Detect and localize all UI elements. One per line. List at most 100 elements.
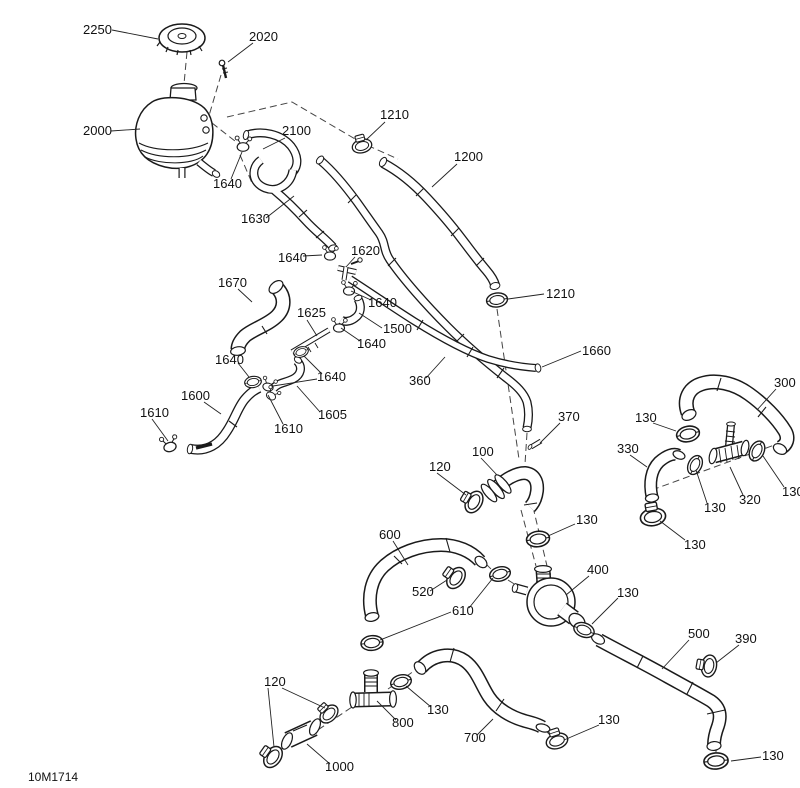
leader-line-1600 <box>203 401 222 415</box>
part-hose-360 <box>315 155 533 433</box>
part-label-360-21: 360 <box>409 373 431 388</box>
leader-line-130 <box>695 469 708 504</box>
clamp-130-left-of-320 <box>683 452 707 478</box>
leader-line-130 <box>547 523 576 537</box>
part-tee-fitting-320 <box>708 421 750 465</box>
drawing-code: 10M1714 <box>28 770 78 784</box>
leader-line-120 <box>436 472 467 496</box>
clamp-1640-e <box>243 374 263 390</box>
clamp-130-under-330 <box>637 499 668 529</box>
leader-line-100 <box>480 457 498 476</box>
leader-line-130 <box>563 724 600 741</box>
part-label-390-41: 390 <box>735 631 757 646</box>
part-label-130-39: 130 <box>617 585 639 600</box>
part-hose-1600 <box>186 383 262 455</box>
part-tee-fitting-800 <box>349 669 398 709</box>
part-label-520-36: 520 <box>412 584 434 599</box>
part-label-2000-2: 2000 <box>83 123 112 138</box>
leader-line-1640 <box>303 355 323 375</box>
part-label-130-27: 130 <box>576 512 598 527</box>
part-label-120-26: 120 <box>429 459 451 474</box>
leader-line-360 <box>425 356 446 379</box>
part-label-130-34: 130 <box>684 537 706 552</box>
leader-line-1200 <box>431 163 458 188</box>
part-label-1625-12: 1625 <box>297 305 326 320</box>
leader-line-520 <box>429 579 448 592</box>
leader-line-1660 <box>541 350 582 368</box>
part-label-1630-7: 1630 <box>241 211 270 226</box>
leader-line-2020 <box>227 42 254 63</box>
part-label-1210-23: 1210 <box>546 286 575 301</box>
part-label-130-47: 130 <box>598 712 620 727</box>
part-label-610-37: 610 <box>452 603 474 618</box>
leader-line-400 <box>565 575 590 596</box>
leader-line-500 <box>661 639 690 670</box>
part-hose-1000 <box>280 718 322 750</box>
part-label-500-40: 500 <box>688 626 710 641</box>
clamp-390 <box>694 652 719 679</box>
part-label-400-38: 400 <box>587 562 609 577</box>
part-label-130-43: 130 <box>427 702 449 717</box>
part-label-1000-45: 1000 <box>325 759 354 774</box>
part-hose-1630 <box>249 156 338 252</box>
leader-line-130 <box>591 597 619 625</box>
part-hose-300 <box>678 374 795 455</box>
part-pressure-cap-2250 <box>156 23 206 56</box>
part-elbow-100 <box>480 466 545 512</box>
leader-line-1610 <box>151 418 169 442</box>
leader-line-610 <box>379 611 452 641</box>
leader-line-1630 <box>265 195 295 219</box>
part-label-130-48: 130 <box>762 748 784 763</box>
part-water-pump-housing-400 <box>511 564 586 630</box>
part-label-1640-8: 1640 <box>278 250 307 265</box>
clamp-130-bottom-right <box>702 751 730 771</box>
part-label-330-30: 330 <box>617 441 639 456</box>
part-label-1640-15: 1640 <box>215 352 244 367</box>
clamp-520 <box>437 560 470 593</box>
clamp-130-above-pump <box>524 528 552 550</box>
part-label-1210-4: 1210 <box>380 107 409 122</box>
part-label-2250-0: 2250 <box>83 22 112 37</box>
leader-line-2000 <box>110 128 141 132</box>
leader-line-1640 <box>237 362 250 378</box>
part-bleed-screw-2020 <box>218 59 229 79</box>
assembly-dash-lines <box>183 51 789 752</box>
part-label-100-25: 100 <box>472 444 494 459</box>
part-label-1500-13: 1500 <box>383 321 412 336</box>
part-hose-600 <box>362 538 488 622</box>
part-hose-1670 <box>230 279 291 356</box>
part-label-1670-10: 1670 <box>218 275 247 290</box>
clamp-1610-left <box>158 432 181 455</box>
part-label-1605-19: 1605 <box>318 407 347 422</box>
part-label-1600-18: 1600 <box>181 388 210 403</box>
leader-line-1640 <box>350 290 372 301</box>
leader-line-370 <box>539 422 561 444</box>
clamp-610-left <box>359 633 385 653</box>
part-tee-fitting-1620 <box>337 257 363 281</box>
leader-line-1640 <box>272 378 318 387</box>
leader-line-1670 <box>237 288 253 303</box>
part-label-1610-17: 1610 <box>140 405 169 420</box>
leader-line-610 <box>468 577 494 609</box>
part-label-1660-22: 1660 <box>582 343 611 358</box>
leader-line-2250 <box>111 29 159 40</box>
part-fitting-370 <box>527 438 543 450</box>
part-hose-500 <box>590 633 727 752</box>
leader-line-1610 <box>267 394 284 425</box>
hose-seam-marks <box>228 187 767 715</box>
part-label-1640-14: 1640 <box>357 336 386 351</box>
leader-line-130 <box>652 422 677 432</box>
leader-line-120 <box>281 687 326 709</box>
part-hose-1660 <box>347 275 542 373</box>
part-label-700-42: 700 <box>464 730 486 745</box>
leader-line-1640 <box>340 327 361 342</box>
part-label-2100-3: 2100 <box>282 123 311 138</box>
leader-line-1000 <box>306 743 331 765</box>
leader-line-1640 <box>230 151 243 180</box>
leader-line-1605 <box>296 385 321 413</box>
part-label-1610-20: 1610 <box>274 421 303 436</box>
leader-line-1640 <box>302 254 323 257</box>
